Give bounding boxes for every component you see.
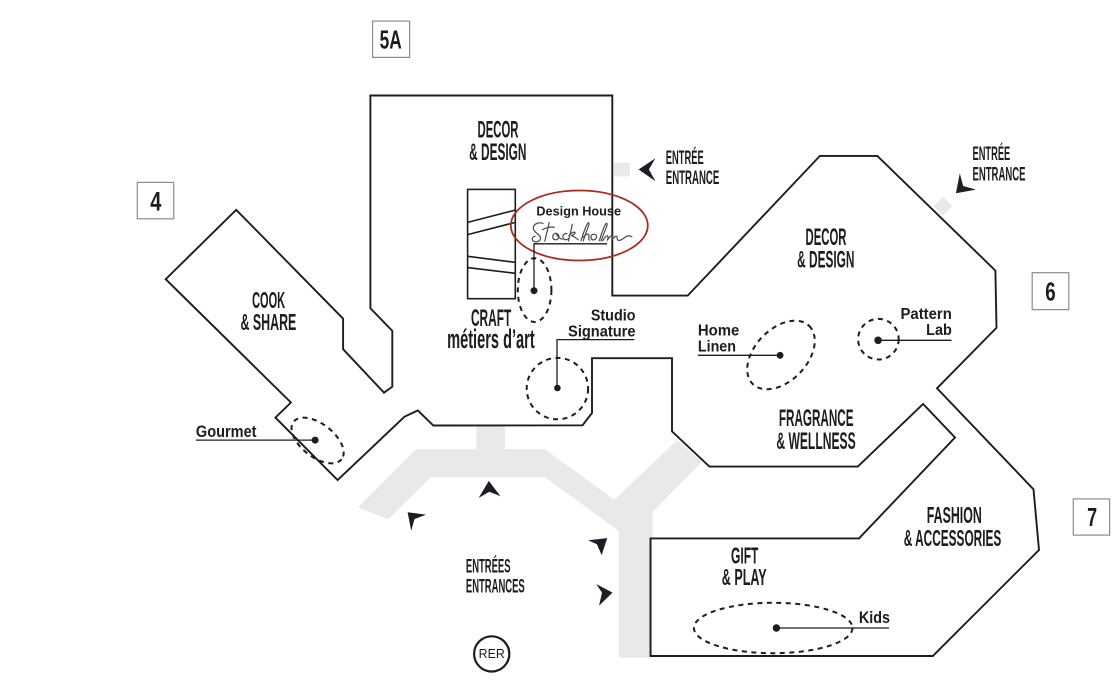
svg-text:ENTRANCE: ENTRANCE xyxy=(666,168,719,189)
svg-text:métiers d’art: métiers d’art xyxy=(447,324,535,354)
svg-text:Gourmet: Gourmet xyxy=(196,423,257,441)
svg-text:COOK: COOK xyxy=(252,286,285,313)
svg-text:4: 4 xyxy=(150,187,162,218)
svg-text:Signature: Signature xyxy=(568,323,635,340)
svg-text:Kids: Kids xyxy=(859,609,890,627)
svg-text:GIFT: GIFT xyxy=(731,542,759,568)
svg-text:5A: 5A xyxy=(380,25,402,54)
svg-text:Design House: Design House xyxy=(536,203,621,218)
svg-text:& SHARE: & SHARE xyxy=(240,309,296,335)
svg-text:Home: Home xyxy=(698,322,739,339)
svg-text:& DESIGN: & DESIGN xyxy=(797,247,854,274)
svg-text:6: 6 xyxy=(1045,276,1055,306)
svg-text:ENTRÉE: ENTRÉE xyxy=(666,147,704,169)
svg-text:Lab: Lab xyxy=(926,322,952,340)
svg-text:& ACCESSORIES: & ACCESSORIES xyxy=(904,525,1002,552)
svg-text:DECOR: DECOR xyxy=(478,116,519,143)
svg-text:FASHION: FASHION xyxy=(927,502,982,528)
svg-text:ENTRÉE: ENTRÉE xyxy=(973,144,1011,166)
svg-text:& DESIGN: & DESIGN xyxy=(469,140,526,167)
svg-text:& PLAY: & PLAY xyxy=(722,564,767,590)
svg-text:RER: RER xyxy=(479,647,505,661)
svg-text:CRAFT: CRAFT xyxy=(471,305,512,332)
svg-text:FRAGRANCE: FRAGRANCE xyxy=(779,405,854,432)
svg-text:& WELLNESS: & WELLNESS xyxy=(776,429,855,456)
svg-text:ENTRANCES: ENTRANCES xyxy=(466,576,525,598)
svg-text:Studio: Studio xyxy=(591,307,636,325)
svg-text:Pattern: Pattern xyxy=(900,306,951,323)
svg-text:ENTRANCE: ENTRANCE xyxy=(973,164,1026,186)
svg-text:Linen: Linen xyxy=(698,339,736,356)
svg-text:7: 7 xyxy=(1087,503,1097,532)
svg-text:ENTRÉES: ENTRÉES xyxy=(466,556,511,578)
svg-text:DECOR: DECOR xyxy=(806,223,847,250)
